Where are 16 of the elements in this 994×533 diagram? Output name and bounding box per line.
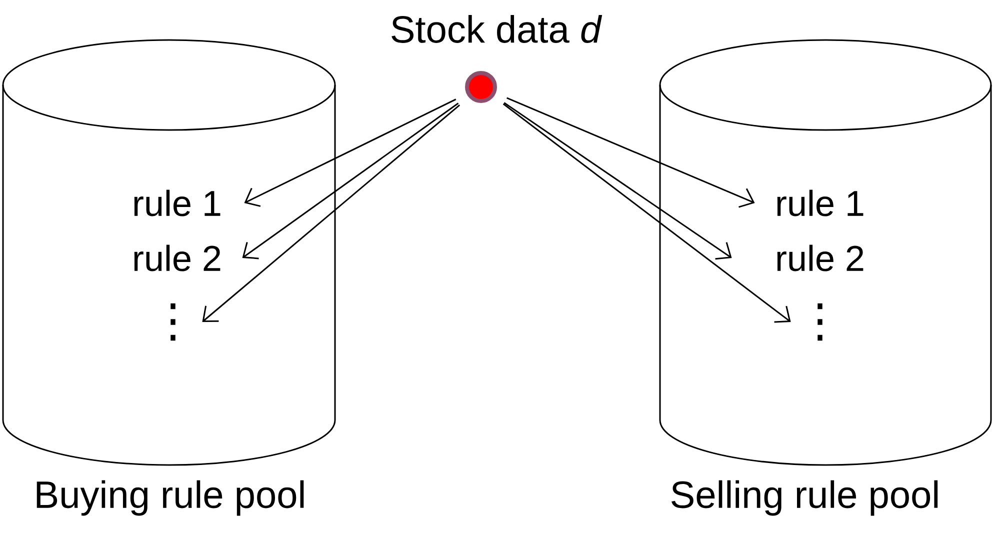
pool-caption: Selling rule pool <box>672 480 938 516</box>
rule-label: rule 1 <box>134 190 220 216</box>
rule-label: rule 1 <box>777 190 864 216</box>
ellipsis-dots: ⋮ <box>170 303 176 341</box>
arrow <box>242 102 459 260</box>
arrow <box>504 102 732 260</box>
rule-label: rule 2 <box>777 244 864 272</box>
pool-caption: Buying rule pool <box>36 480 304 516</box>
arrow <box>506 97 755 208</box>
arrow <box>202 104 460 322</box>
ellipsis-dots: ⋮ <box>818 303 822 341</box>
data-label: Stock data d <box>392 15 602 43</box>
arrow <box>244 98 456 207</box>
arrow <box>502 103 791 323</box>
data-dot <box>465 71 497 103</box>
rule-label: rule 2 <box>134 244 220 272</box>
